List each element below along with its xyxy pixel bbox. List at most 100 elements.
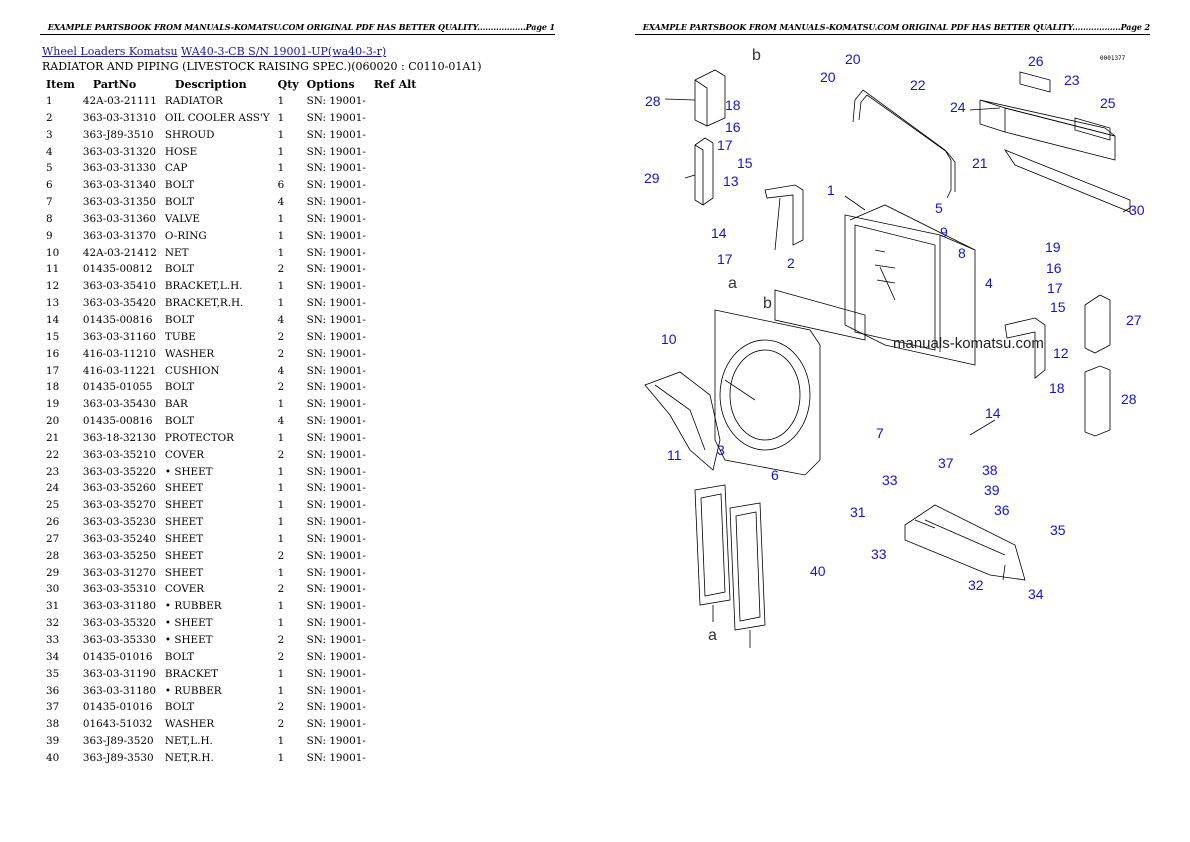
- callout-28: 28: [645, 93, 661, 109]
- cell-options: SN: 19001-: [306, 701, 366, 714]
- diagram-code: 0001377: [1100, 55, 1126, 62]
- cell-ref-alt: [370, 699, 421, 716]
- callout-6: 6: [771, 467, 779, 483]
- cell-options: SN: 19001-: [306, 415, 366, 428]
- cell-options: SN: 19001-: [306, 650, 366, 663]
- cell-partno: 363-03-31190: [82, 667, 157, 680]
- cell-partno: 363-03-31310: [82, 111, 157, 124]
- cell-partno: 363-03-35250: [82, 549, 157, 562]
- callout-35: 35: [1050, 522, 1066, 538]
- callout-9: 9: [940, 224, 948, 240]
- cell-options: SN: 19001-: [306, 516, 366, 529]
- cell-options: SN: 19001-: [306, 297, 366, 310]
- cell-item: 8: [46, 212, 53, 225]
- cell-description: NET,L.H.: [164, 735, 213, 748]
- callout-16: 16: [725, 119, 741, 135]
- cell-description: BOLT: [164, 263, 195, 276]
- cell-item: 40: [46, 751, 60, 764]
- cell-options: SN: 19001-: [306, 549, 366, 562]
- cell-ref-alt: [370, 177, 421, 194]
- cell-description: SHEET: [164, 566, 204, 579]
- page-header-2: EXAMPLE PARTSBOOK FROM MANUALS-KOMATSU.C…: [635, 22, 1150, 35]
- page-1: EXAMPLE PARTSBOOK FROM MANUALS-KOMATSU.C…: [40, 22, 555, 767]
- cell-item: 35: [46, 667, 60, 680]
- breadcrumb-model-link[interactable]: WA40-3-CB S/N 19001-UP(wa40-3-r): [181, 45, 387, 58]
- cell-description: BOLT: [164, 381, 195, 394]
- cell-qty: 1: [277, 751, 285, 764]
- cell-qty: 1: [277, 162, 285, 175]
- cell-ref-alt: [370, 666, 421, 683]
- cell-item: 30: [46, 583, 60, 596]
- cell-item: 4: [46, 145, 53, 158]
- cell-item: 17: [46, 364, 60, 377]
- cell-options: SN: 19001-: [306, 431, 366, 444]
- cell-partno: 363-03-31270: [82, 566, 157, 579]
- cell-description: SHEET: [164, 532, 204, 545]
- cell-description: NET,R.H.: [164, 751, 214, 764]
- diagram-lines: [644, 69, 1131, 648]
- callout-24: 24: [950, 99, 966, 115]
- cell-options: SN: 19001-: [306, 347, 366, 360]
- cell-ref-alt: [370, 160, 421, 177]
- cell-partno: 01435-00812: [82, 263, 153, 276]
- breadcrumb: Wheel Loaders Komatsu WA40-3-CB S/N 1900…: [42, 45, 386, 58]
- cell-qty: 1: [277, 145, 285, 158]
- cell-item: 13: [46, 297, 60, 310]
- cell-options: SN: 19001-: [306, 364, 366, 377]
- cell-description: BOLT: [164, 196, 195, 209]
- cell-qty: 1: [277, 246, 285, 259]
- cell-partno: 363-03-31340: [82, 179, 157, 192]
- cell-ref-alt: [370, 548, 421, 565]
- callout-38: 38: [982, 462, 998, 478]
- cell-options: SN: 19001-: [306, 145, 366, 158]
- cell-description: NET: [164, 246, 189, 259]
- exploded-parts-diagram: 1234567891011121314141515161617171718181…: [644, 47, 1145, 648]
- cell-qty: 1: [277, 95, 285, 107]
- cell-partno: 363-03-35310: [82, 583, 157, 596]
- callout-34: 34: [1028, 586, 1044, 602]
- cell-options: SN: 19001-: [306, 212, 366, 225]
- breadcrumb-brand-link[interactable]: Wheel Loaders Komatsu: [42, 45, 178, 58]
- cell-options: SN: 19001-: [306, 196, 366, 209]
- callout-26: 26: [1028, 53, 1044, 69]
- cell-description: • RUBBER: [164, 600, 222, 613]
- cell-item: 29: [46, 566, 60, 579]
- cell-ref-alt: [370, 581, 421, 598]
- cell-ref-alt: [370, 144, 421, 161]
- cell-partno: 363-03-35260: [82, 482, 157, 495]
- cell-item: 32: [46, 617, 60, 630]
- label-b-lower: b: [763, 295, 772, 312]
- cell-item: 38: [46, 718, 60, 731]
- cell-description: • SHEET: [164, 634, 213, 646]
- cell-description: HOSE: [164, 145, 198, 158]
- cell-ref-alt: [370, 379, 421, 396]
- cell-ref-alt: [370, 211, 421, 228]
- callout-10: 10: [661, 331, 677, 347]
- callout-4: 4: [985, 275, 993, 291]
- cell-ref-alt: [370, 363, 421, 380]
- cell-ref-alt: [370, 733, 421, 750]
- cell-qty: 1: [277, 111, 285, 124]
- cell-partno: 416-03-11210: [82, 347, 157, 360]
- cell-item: 19: [46, 398, 60, 411]
- cell-description: COVER: [164, 448, 205, 461]
- label-a-lower: a: [708, 627, 717, 644]
- cell-options: SN: 19001-: [306, 718, 366, 731]
- cell-description: SHROUD: [164, 128, 215, 141]
- cell-description: SHEET: [164, 516, 204, 529]
- callout-29: 29: [644, 170, 660, 186]
- cell-partno: 363-03-35230: [82, 516, 157, 529]
- cell-partno: 363-03-35240: [82, 532, 157, 545]
- col-partno: PartNo: [92, 78, 137, 91]
- cell-ref-alt: [370, 127, 421, 144]
